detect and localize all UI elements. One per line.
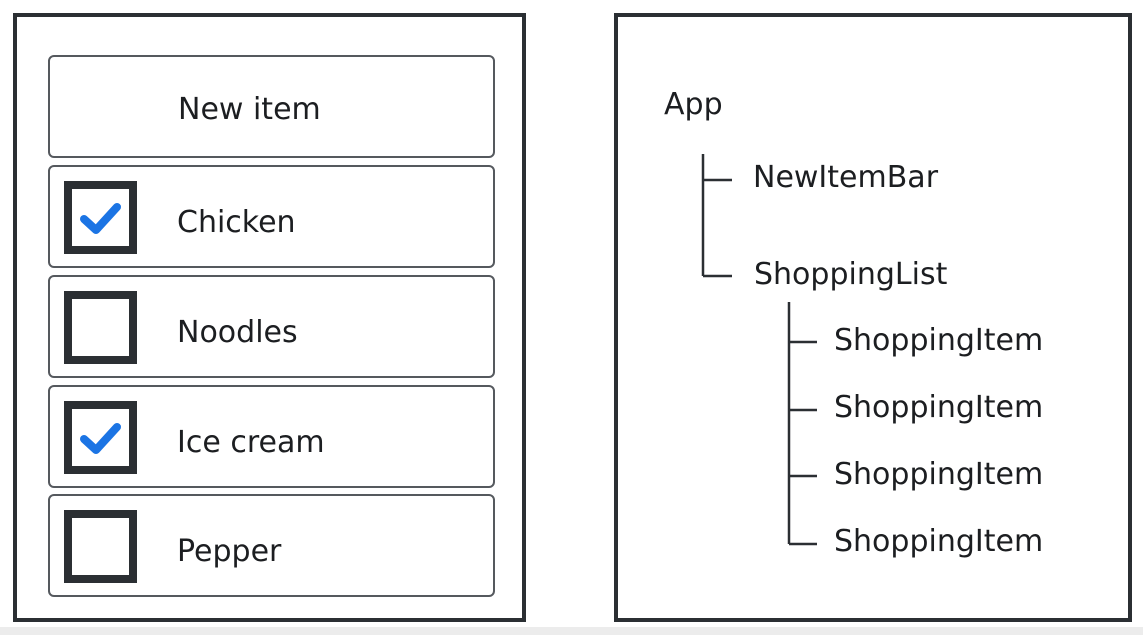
shopping-item-row[interactable]: Noodles [48, 275, 495, 378]
tree-node-shoppingitem: ShoppingItem [834, 323, 1044, 358]
tree-node-newitembar: NewItemBar [753, 160, 939, 195]
tree-connectors [701, 154, 817, 546]
item-checkbox[interactable] [64, 401, 137, 474]
item-label: Chicken [177, 205, 296, 240]
item-label: Pepper [177, 534, 282, 569]
component-tree-diagram: App NewItemBar ShoppingList ShoppingItem… [614, 13, 1132, 622]
shopping-list-mockup: New item Chicken Noodles Ice cream Peppe… [13, 13, 526, 622]
item-label: Ice cream [177, 425, 325, 460]
item-checkbox[interactable] [64, 181, 137, 254]
tree-node-shoppingitem: ShoppingItem [834, 524, 1044, 559]
shopping-item-row[interactable]: Ice cream [48, 385, 495, 488]
new-item-label: New item [178, 92, 321, 127]
item-checkbox[interactable] [64, 510, 137, 583]
tree-node-app: App [664, 87, 723, 122]
checkmark-icon [80, 203, 121, 234]
item-label: Noodles [177, 315, 298, 350]
item-checkbox[interactable] [64, 291, 137, 364]
tree-node-shoppingitem: ShoppingItem [834, 390, 1044, 425]
tree-node-shoppinglist: ShoppingList [754, 257, 948, 292]
shopping-item-row[interactable]: Pepper [48, 494, 495, 597]
shopping-item-row[interactable]: Chicken [48, 165, 495, 268]
tree-node-shoppingitem: ShoppingItem [834, 457, 1044, 492]
checkmark-icon [80, 423, 121, 454]
new-item-bar[interactable]: New item [48, 55, 495, 158]
bottom-divider [0, 627, 1143, 635]
